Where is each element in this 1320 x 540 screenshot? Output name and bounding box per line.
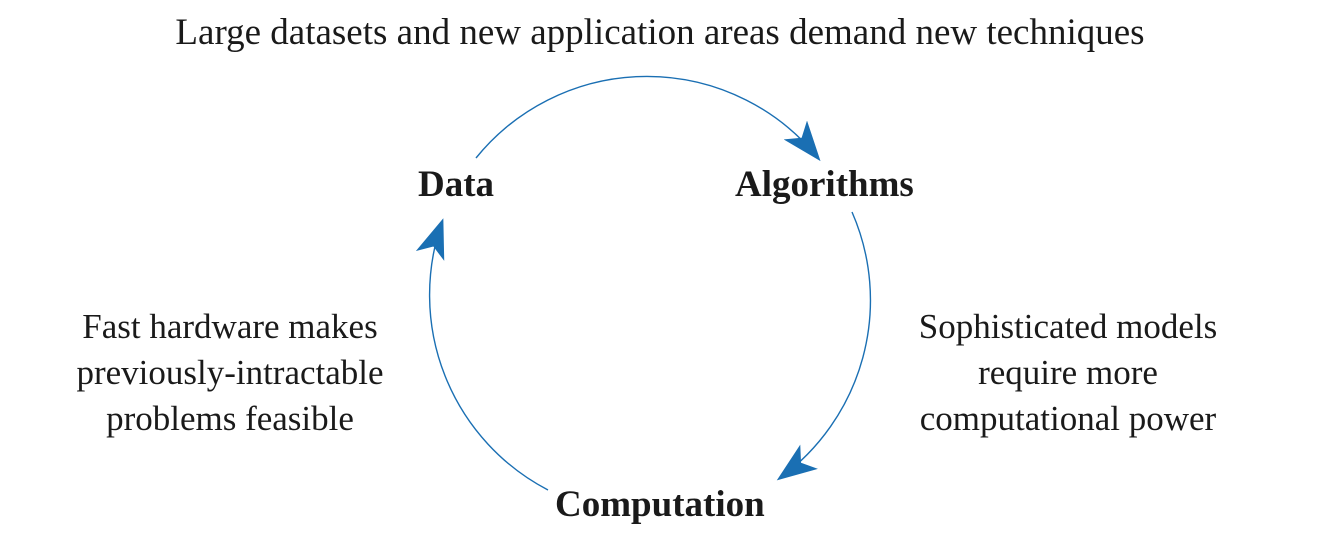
top-caption: Large datasets and new application areas… xyxy=(175,12,1145,53)
note-left-line-1: Fast hardware makes xyxy=(82,307,378,346)
note-left-line-2: previously-intractable xyxy=(76,353,384,392)
note-right-line-2: require more xyxy=(978,353,1158,392)
note-right-line-1: Sophisticated models xyxy=(918,307,1218,346)
node-data: Data xyxy=(418,164,495,205)
arc-algorithms-to-computation xyxy=(776,211,872,481)
node-computation: Computation xyxy=(555,484,765,525)
note-left: Fast hardware makes previously-intractab… xyxy=(40,304,420,442)
note-right: Sophisticated models require more comput… xyxy=(878,304,1258,442)
arc-data-to-algorithms xyxy=(475,75,821,162)
arc-computation-to-data xyxy=(415,218,549,491)
node-algorithms: Algorithms xyxy=(735,164,914,205)
note-left-line-3: problems feasible xyxy=(106,399,354,438)
note-right-line-3: computational power xyxy=(919,399,1217,438)
